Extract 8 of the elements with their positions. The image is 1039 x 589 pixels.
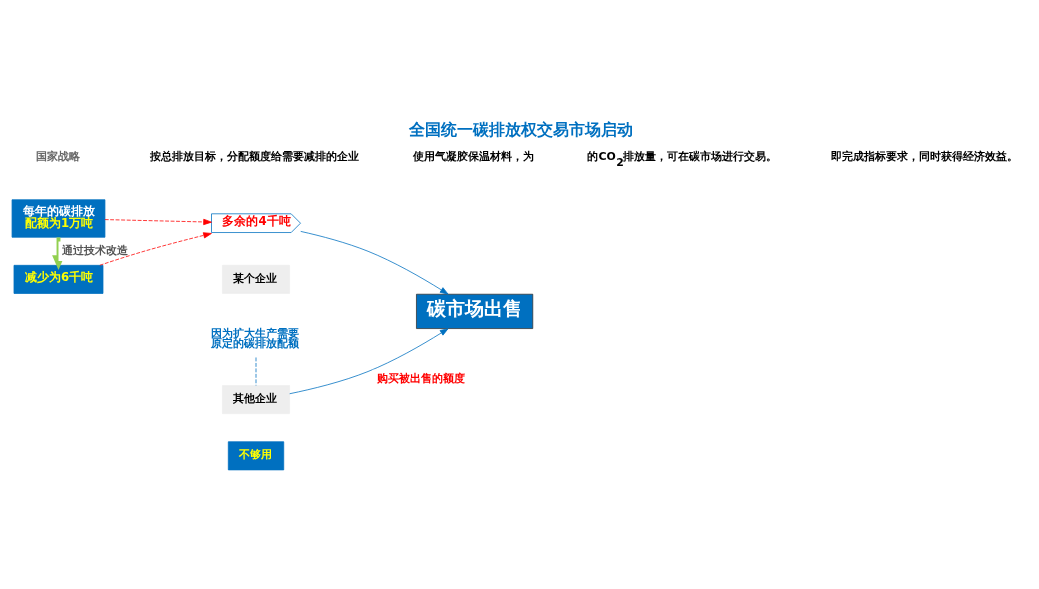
label: 即完成指标要求，同时获得经济效益。 <box>831 149 1018 163</box>
label: 按总排放目标，分配额度给需要减排的企业 <box>150 149 360 163</box>
node-text: 因为扩大生产需要 原定的碳排放配额 <box>211 326 300 350</box>
diagram-title: 全国统一碳排放权交易市场启动 <box>408 120 633 139</box>
edge-label: 购买被出售的额度 <box>376 371 465 385</box>
edge-label: 通过技术改造 <box>62 243 129 257</box>
label: 国家战略 <box>35 149 80 163</box>
label: 使用气凝胶保温材料，为 <box>413 149 535 163</box>
